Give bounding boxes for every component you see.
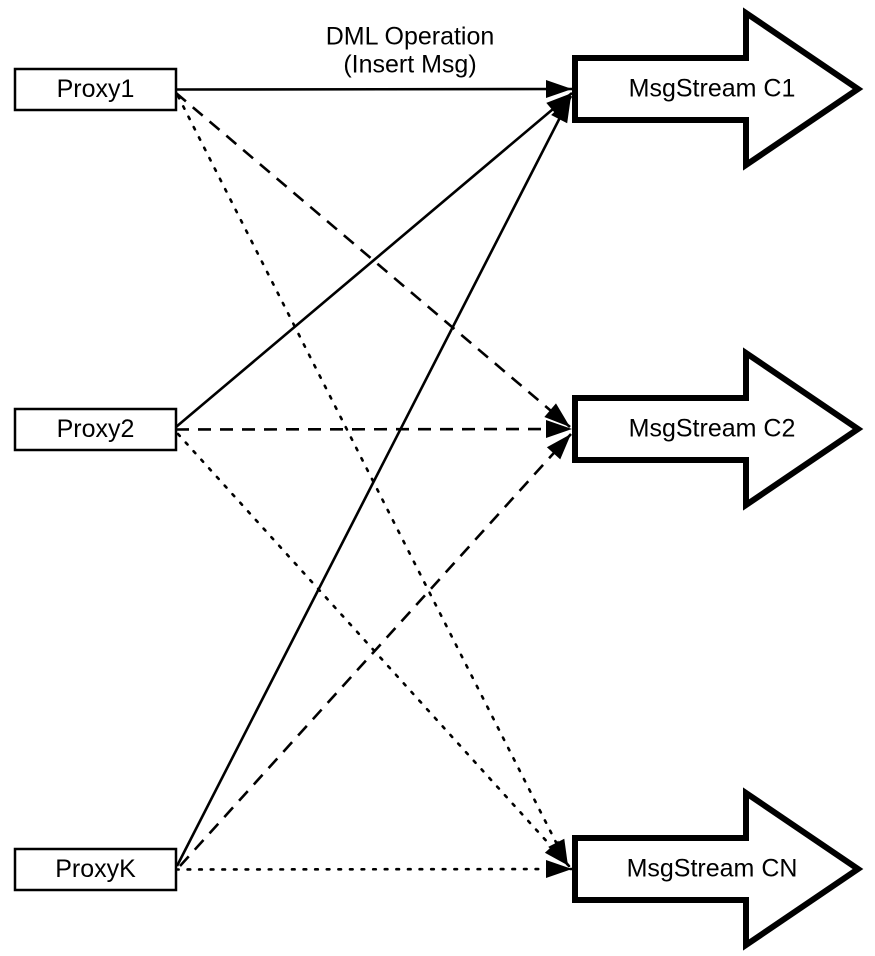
- stream-arrow-shape: [572, 7, 864, 171]
- streams-layer: MsgStream C1 MsgStream C2 MsgStream CN: [572, 7, 864, 951]
- arrowhead-pk-cn: [545, 860, 572, 879]
- stream-node-stream_c2[interactable]: MsgStream C2: [572, 347, 864, 511]
- connection-p1-c1: [175, 87, 573, 91]
- proxy-box-shape: [13, 847, 178, 892]
- arrowhead-p2-c2: [545, 420, 572, 439]
- proxy-label: Proxy2: [57, 415, 135, 443]
- proxy-node-proxyK[interactable]: ProxyK: [13, 847, 178, 892]
- stream-arrow-shape: [572, 347, 864, 511]
- stream-node-stream_c1[interactable]: MsgStream C1: [572, 7, 864, 171]
- arrowhead-pk-c2: [546, 434, 571, 460]
- proxy-box-shape: [13, 67, 178, 112]
- edge-label-line1: DML Operation: [326, 23, 495, 51]
- arrowhead-p2-c1: [546, 93, 572, 117]
- connection-pk-c1: [175, 95, 573, 867]
- edge-label-line2: (Insert Msg): [343, 51, 476, 79]
- proxy-label: Proxy1: [57, 75, 135, 103]
- arrowhead-p2-cn: [544, 840, 569, 866]
- arrowhead-p1-c1: [545, 80, 572, 99]
- connection-pk-c2: [179, 433, 572, 867]
- proxy-label: ProxyK: [55, 855, 136, 883]
- connection-p2-cn: [176, 432, 571, 868]
- proxy-node-proxy2[interactable]: Proxy2: [13, 407, 178, 452]
- arrowheads-layer: [544, 80, 572, 879]
- connections-layer: [174, 87, 574, 871]
- stream-node-stream_cn[interactable]: MsgStream CN: [572, 787, 864, 951]
- connection-pk-cn: [174, 867, 574, 871]
- arrowhead-pk-c1: [551, 96, 571, 124]
- stream-label: MsgStream C2: [629, 415, 796, 443]
- connection-p1-c2: [175, 92, 571, 428]
- stream-label: MsgStream CN: [627, 855, 798, 883]
- arrowhead-p1-c2: [544, 403, 570, 427]
- proxy-node-proxy1[interactable]: Proxy1: [13, 67, 178, 112]
- stream-label: MsgStream C1: [629, 75, 796, 103]
- edge-label-group: DML Operation (Insert Msg): [326, 23, 495, 79]
- stream-arrow-shape: [572, 787, 864, 951]
- proxy-box-shape: [13, 407, 178, 452]
- connection-p2-c2: [175, 427, 573, 431]
- connection-p2-c1: [175, 92, 573, 428]
